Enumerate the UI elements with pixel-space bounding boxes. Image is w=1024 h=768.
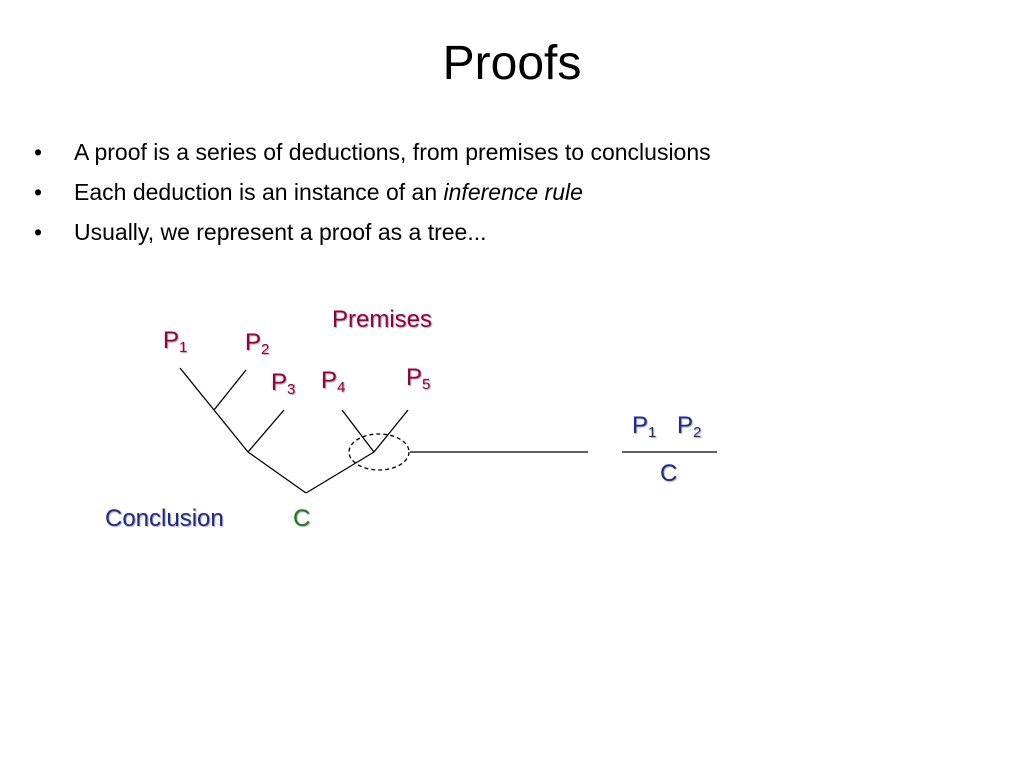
edge-right-branch [305, 451, 375, 494]
bullet-marker: • [34, 219, 43, 245]
premise-p1: P1 [163, 327, 188, 356]
premise-p5: P5 [406, 364, 431, 393]
bullet-marker: • [34, 179, 43, 205]
edge-p5 [373, 409, 409, 453]
bullet-item: • Usually, we represent a proof as a tre… [34, 216, 711, 256]
rule-premise-p1: P1 [632, 412, 657, 441]
premise-p3: P3 [271, 369, 296, 398]
premise-p4: P4 [321, 367, 346, 396]
edge-p4 [341, 409, 375, 453]
bullet-list: • A proof is a series of deductions, fro… [34, 136, 711, 256]
premise-p2: P2 [245, 329, 270, 358]
conclusion-label: Conclusion [105, 505, 224, 532]
bullet-emphasis: inference rule [443, 179, 583, 205]
conclusion-symbol: C [293, 505, 311, 532]
edge-left-branch [247, 451, 307, 494]
bullet-text: A proof is a series of deductions, from … [74, 139, 711, 165]
bullet-item: • A proof is a series of deductions, fro… [34, 136, 711, 176]
slide-title: Proofs [442, 37, 582, 90]
bullet-marker: • [34, 139, 43, 165]
edge-left-inner [213, 409, 249, 453]
highlight-ellipse [348, 433, 410, 471]
rule-premise-p2: P2 [677, 412, 702, 441]
edge-p3 [247, 409, 285, 453]
rule-conclusion: C [660, 460, 678, 487]
bullet-item: • Each deduction is an instance of an in… [34, 176, 711, 216]
edge-p2 [213, 369, 247, 411]
bullet-text: Usually, we represent a proof as a tree.… [74, 219, 487, 245]
premises-label: Premises [332, 306, 433, 333]
edge-p1 [179, 367, 215, 411]
bullet-text: Each deduction is an instance of an [74, 179, 444, 205]
